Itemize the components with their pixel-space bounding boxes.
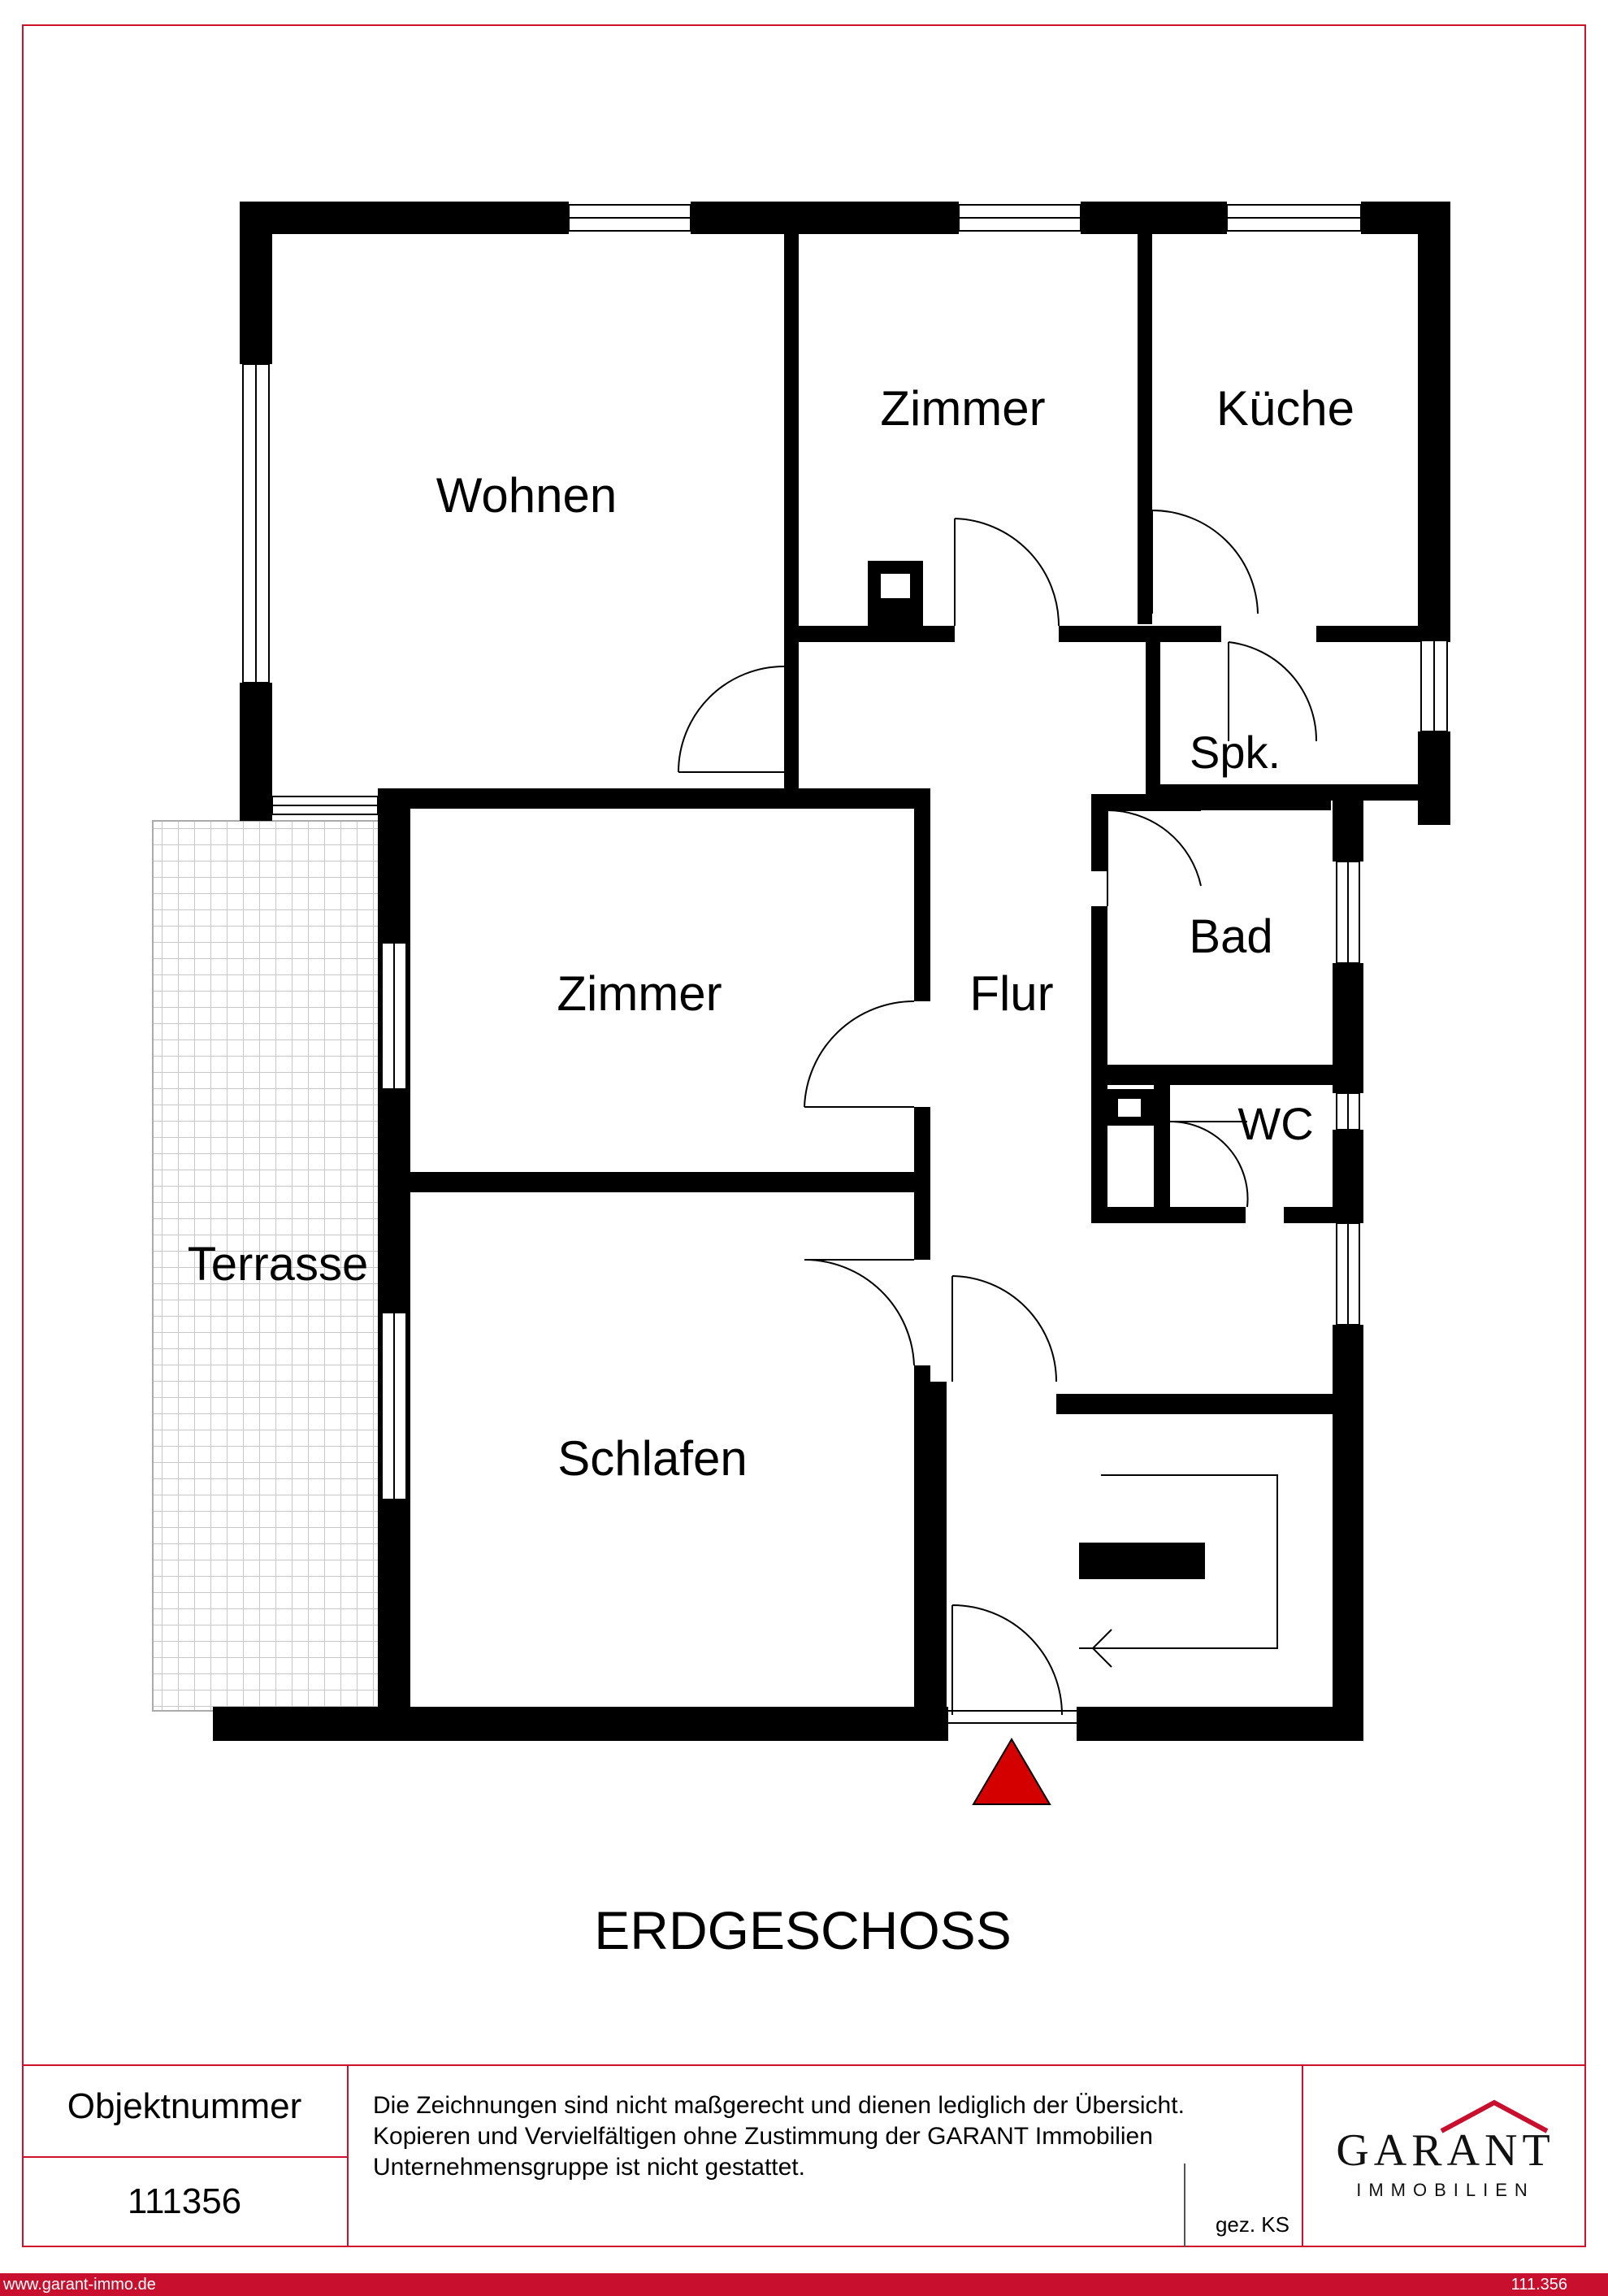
logo-main-text: GARANT bbox=[1336, 2125, 1554, 2176]
room-label-flur: Flur bbox=[969, 966, 1053, 1021]
room-label-zimmer-2: Zimmer bbox=[557, 966, 722, 1021]
garant-logo: GARANT IMMOBILIEN bbox=[1336, 2099, 1554, 2200]
signature-text: gez. KS bbox=[1215, 2212, 1289, 2237]
logo-box: GARANT IMMOBILIEN bbox=[1302, 2066, 1586, 2247]
room-label-terrasse: Terrasse bbox=[188, 1238, 368, 1291]
floor-title: ERDGESCHOSS bbox=[594, 1900, 1011, 1960]
room-label-spk: Spk. bbox=[1190, 727, 1281, 778]
footer: Objektnummer 111356 Die Zeichnungen sind… bbox=[22, 2064, 1586, 2247]
doors bbox=[678, 510, 1318, 1724]
object-number-value: 111356 bbox=[127, 2181, 242, 2221]
reference-number: 111.356 bbox=[1510, 2276, 1567, 2294]
divider bbox=[22, 2156, 347, 2158]
room-label-kueche: Küche bbox=[1216, 381, 1354, 436]
bottom-bar: www.garant-immo.de 111.356 bbox=[0, 2273, 1608, 2296]
website-link[interactable]: www.garant-immo.de bbox=[3, 2276, 156, 2294]
object-number-label: Objektnummer bbox=[67, 2086, 302, 2126]
page-frame bbox=[22, 24, 1586, 2247]
entrance-marker bbox=[972, 1738, 1051, 1805]
floor-plan: Wohnen Zimmer Küche Spk. Bad Zimmer Flur… bbox=[152, 202, 1450, 1960]
object-number-box: Objektnummer 111356 bbox=[22, 2066, 349, 2247]
windows bbox=[242, 204, 1448, 1500]
room-label-schlafen: Schlafen bbox=[557, 1431, 748, 1486]
room-label-zimmer-1: Zimmer bbox=[880, 381, 1045, 436]
room-label-bad: Bad bbox=[1189, 910, 1272, 963]
room-label-wc: WC bbox=[1237, 1098, 1313, 1149]
disclaimer-text: Die Zeichnungen sind nicht maßgerecht un… bbox=[373, 2092, 1185, 2181]
room-label-wohnen: Wohnen bbox=[436, 468, 617, 523]
walls bbox=[213, 202, 1450, 1741]
logo-sub-text: IMMOBILIEN bbox=[1356, 2180, 1535, 2200]
signature-box: gez. KS bbox=[1184, 2164, 1299, 2247]
